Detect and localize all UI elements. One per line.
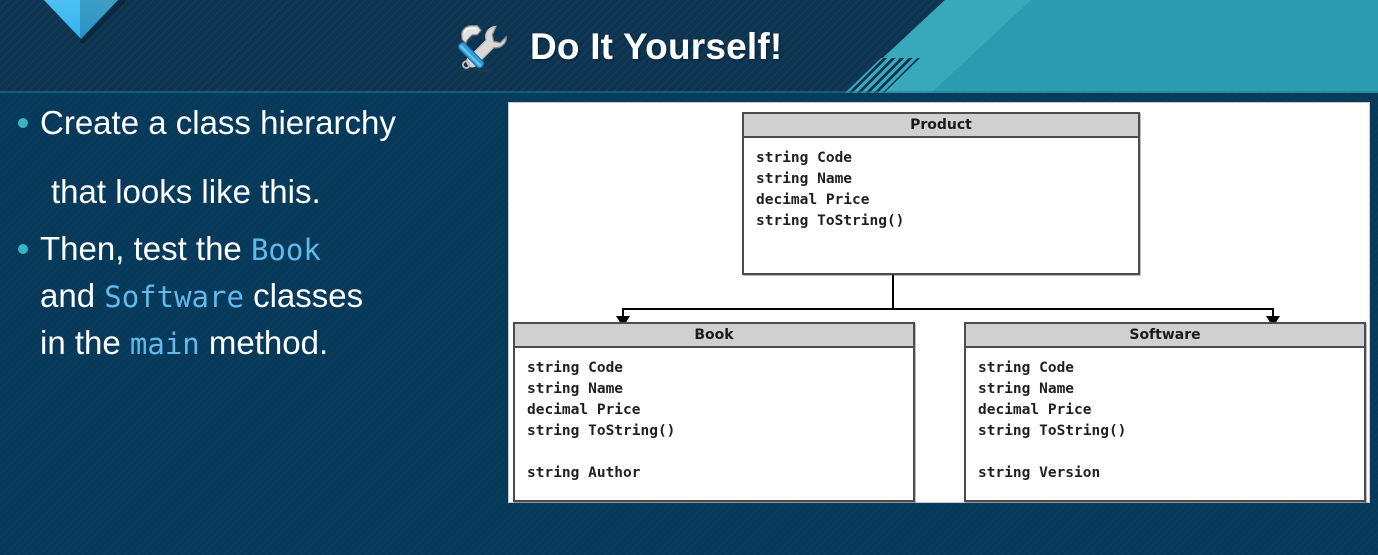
uml-class-title: Book (515, 324, 913, 348)
code-token-main: main (129, 327, 200, 361)
uml-class-members: string Code string Name decimal Price st… (515, 348, 913, 492)
uml-member: string ToString() (978, 423, 1127, 439)
uml-member: decimal Price (756, 192, 870, 208)
code-token-book: Book (250, 233, 321, 267)
hammer-and-wrench-icon (457, 25, 507, 72)
uml-member: string ToString() (527, 423, 676, 439)
bullet-1-line-1: Create a class hierarchy (40, 104, 396, 141)
bullet-list: Create a class hierarchy that looks like… (18, 100, 498, 367)
uml-member: string Code (756, 150, 853, 166)
connector-horizontal-bar (622, 308, 1274, 310)
uml-member-extra: string Author (527, 465, 641, 481)
slide-header (0, 0, 1378, 93)
header-keyline (0, 91, 1378, 93)
bullet-2-part-3: classes (243, 277, 364, 314)
bullet-2-part-4: in the (40, 324, 130, 361)
connector-vertical-trunk (892, 275, 894, 309)
uml-member: decimal Price (978, 402, 1092, 418)
bullet-1-line-2: that looks like this. (51, 173, 321, 210)
uml-member: string Name (756, 171, 853, 187)
uml-diagram-panel: Product string Code string Name decimal … (508, 102, 1370, 503)
bullet-2-part-5: method. (199, 324, 329, 361)
uml-member: decimal Price (527, 402, 641, 418)
uml-class-book: Book string Code string Name decimal Pri… (513, 322, 915, 502)
bullet-2-text: Then, test the Book and Software classes i… (40, 226, 363, 367)
connector-left-drop (622, 308, 624, 322)
arrowhead-to-book (616, 316, 630, 327)
bullet-2-part-1: Then, test the (40, 230, 251, 267)
uml-class-software: Software string Code string Name decimal… (964, 322, 1366, 502)
uml-member: string ToString() (756, 213, 905, 229)
bullet-item-2: Then, test the Book and Software classes i… (18, 226, 498, 367)
page-title: Do It Yourself! (530, 26, 783, 67)
uml-member: string Code (527, 360, 624, 376)
uml-class-members: string Code string Name decimal Price st… (744, 138, 1138, 240)
uml-class-title: Software (966, 324, 1364, 348)
connector-right-drop (1272, 308, 1274, 322)
uml-member-extra: string Version (978, 465, 1101, 481)
bullet-2-part-2: and (40, 277, 105, 314)
header-title-group: Do It Yourself! (452, 18, 782, 76)
uml-member: string Name (978, 381, 1075, 397)
bullet-dot-icon (18, 118, 28, 128)
arrowhead-to-software (1266, 316, 1280, 327)
uml-member: string Name (527, 381, 624, 397)
uml-member: string Code (978, 360, 1075, 376)
uml-class-product: Product string Code string Name decimal … (742, 112, 1140, 275)
uml-class-members: string Code string Name decimal Price st… (966, 348, 1364, 492)
uml-class-title: Product (744, 114, 1138, 138)
code-token-software: Software (104, 280, 244, 314)
bullet-item-1: Create a class hierarchy (18, 100, 498, 145)
bullet-dot-icon (18, 244, 28, 254)
